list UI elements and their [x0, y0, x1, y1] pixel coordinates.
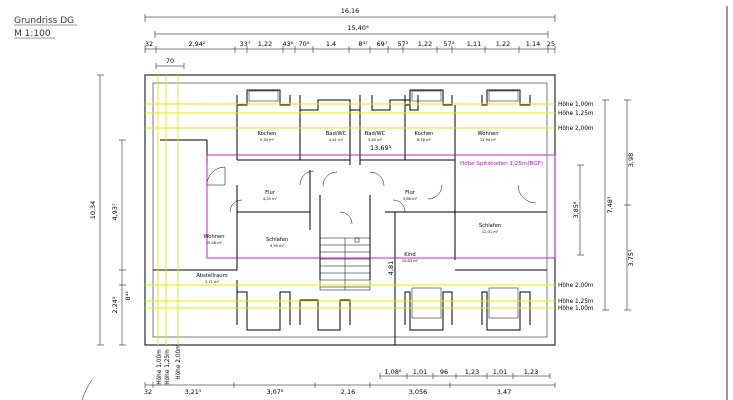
dim-seg: 57²: [444, 40, 455, 48]
room-area: 4,41 m²: [329, 138, 344, 142]
section-mark: [81, 379, 93, 400]
room-name: Kochen: [258, 131, 277, 137]
dim-bottom: 3,07⁸: [266, 388, 283, 396]
dim-seg: 1,22: [496, 40, 510, 48]
dim-seg: 69⁷: [377, 40, 388, 48]
height-labels-vertical: Höhe 1,00m Höhe 1,25m Höhe 2,00m: [157, 344, 182, 385]
dim-right-c: 3,85⁸: [572, 201, 580, 218]
room-name: Schlafen: [266, 237, 288, 243]
height-label: Höhe 1,00m: [558, 102, 594, 108]
dim-seg: 1,22: [418, 40, 432, 48]
dim-seg: 1,14: [526, 40, 540, 48]
center-dimension: 13,69³: [370, 144, 392, 152]
room-name: Wohnen: [203, 234, 224, 240]
dim-seg: 2,94²: [188, 40, 205, 48]
room-name: Flur: [265, 190, 276, 196]
room-area: 4,25 m²: [263, 197, 278, 201]
dim-bottom: 1,23: [465, 368, 479, 376]
dim-seg: 1,11: [467, 40, 481, 48]
dim-seg: 70⁸: [299, 40, 310, 48]
room-area: 9,95 m²: [270, 244, 285, 248]
dim-bottom: 3,21⁵: [184, 388, 201, 396]
room-name: Wohnen: [477, 131, 498, 137]
room-name: Abstellraum: [196, 273, 227, 279]
dim-inner-width: 15,40⁹: [347, 24, 369, 32]
room-area: 6,78 m²: [417, 138, 432, 142]
dormers-top: [236, 89, 531, 111]
dim-overall-height: 10,34: [89, 201, 97, 220]
height-label: Höhe 2,00m: [558, 126, 594, 132]
bottom-row1-labels: 1,08⁶ 1,01 96 1,23 1,01 1,23: [384, 368, 538, 376]
dim-bottom: 1,23: [524, 368, 538, 376]
dim-upper-height: 4,93⁷: [111, 203, 119, 220]
title-line2: M 1:100: [14, 29, 51, 39]
room-area: 15,08 m²: [206, 241, 223, 245]
height-labels-top: Höhe 1,00m Höhe 1,25m Höhe 2,00m: [558, 102, 594, 132]
height-label: Höhe 1,25m: [558, 299, 594, 305]
dim-bottom: 96: [440, 368, 448, 376]
dim-seg: 1,4: [326, 40, 336, 48]
dim-right-d: 3,75¹: [627, 249, 635, 266]
dormers-bottom: [236, 287, 531, 331]
dim-right-b: 7,48³: [606, 196, 614, 213]
left-dimension-chains: [97, 74, 126, 346]
top-dimension-chains: [144, 14, 556, 69]
dim-bottom: 2,16: [341, 388, 355, 396]
dim-small-height: 8⁴³: [124, 291, 132, 301]
dim-lower-height: 2,24⁵: [111, 296, 119, 313]
room-name: Bad/WC: [365, 131, 386, 137]
room-name: Kind: [404, 252, 415, 258]
staircase: [319, 237, 371, 291]
height-label: Höhe 2,00m: [176, 344, 182, 380]
bottom-row2-labels: 32 3,21⁵ 3,07⁸ 2,16 3,056 3,47: [144, 388, 511, 396]
top-segment-labels: 32 2,94² 33⁷ 1,22 43⁶ 70⁸ 1,4 8⁴⁷ 69⁷ 57…: [145, 40, 555, 48]
dim-right-a: 3,98: [627, 153, 635, 167]
dim-small-70: 70: [166, 57, 174, 65]
dim-seg: 1,22: [258, 40, 272, 48]
room-area: 3,40 m²: [368, 138, 383, 142]
dim-bottom: 1,01: [493, 368, 507, 376]
height-labels-bottom: Höhe 2,00m Höhe 1,25m Höhe 1,00m: [558, 283, 594, 312]
room-area: 12,01 m²: [482, 230, 499, 234]
room-name: Bad/WC: [326, 131, 347, 137]
dim-seg: 57²: [398, 40, 409, 48]
bottom-dimension-chains: [144, 373, 556, 388]
dim-bottom: 32: [144, 388, 152, 396]
room-name: Schlafen: [479, 223, 501, 229]
dim-bottom: 1,08⁶: [384, 368, 401, 376]
dim-seg: 32: [145, 40, 153, 48]
dim-bottom: 1,01: [413, 368, 427, 376]
height-label: Höhe 1,00m: [558, 306, 594, 312]
spitzboden-outline: [206, 154, 556, 259]
right-dimension-chains: [577, 99, 631, 311]
room-area: 10,63 m²: [402, 259, 419, 263]
spitzboden-label: Höhe Spitzboden 1,25m(BGF): [460, 161, 543, 167]
room-name: Kochen: [415, 131, 434, 137]
height-label: Höhe 1,25m: [558, 111, 594, 117]
dim-seg: 8⁴⁷: [358, 40, 368, 48]
dim-overall-width: 16,16: [341, 7, 360, 15]
stair-dimension: 4,81: [387, 261, 395, 275]
height-lines: [145, 75, 555, 345]
room-area: 5,34 m²: [260, 138, 275, 142]
door-swings: [206, 166, 537, 225]
room-area: 5,86 m²: [403, 197, 418, 201]
room-name: Flur: [405, 190, 416, 196]
dim-seg: 33⁷: [240, 40, 251, 48]
room-area: 12,94 m²: [480, 138, 497, 142]
dim-bottom: 3,47: [497, 388, 511, 396]
dim-seg: 43⁶: [283, 40, 294, 48]
dim-bottom: 3,056: [409, 388, 428, 396]
title-line1: Grundriss DG: [14, 16, 74, 26]
height-label: Höhe 1,25m: [165, 349, 171, 385]
room-area: 2,71 m²: [205, 280, 220, 284]
height-label: Höhe 1,00m: [157, 349, 163, 385]
dim-seg: 25: [547, 40, 555, 48]
drawing-title: Grundriss DG M 1:100: [14, 16, 77, 39]
height-label: Höhe 2,00m: [558, 283, 594, 289]
room-labels: Kochen 5,34 m² Bad/WC 4,41 m² Bad/WC 3,4…: [196, 131, 501, 284]
